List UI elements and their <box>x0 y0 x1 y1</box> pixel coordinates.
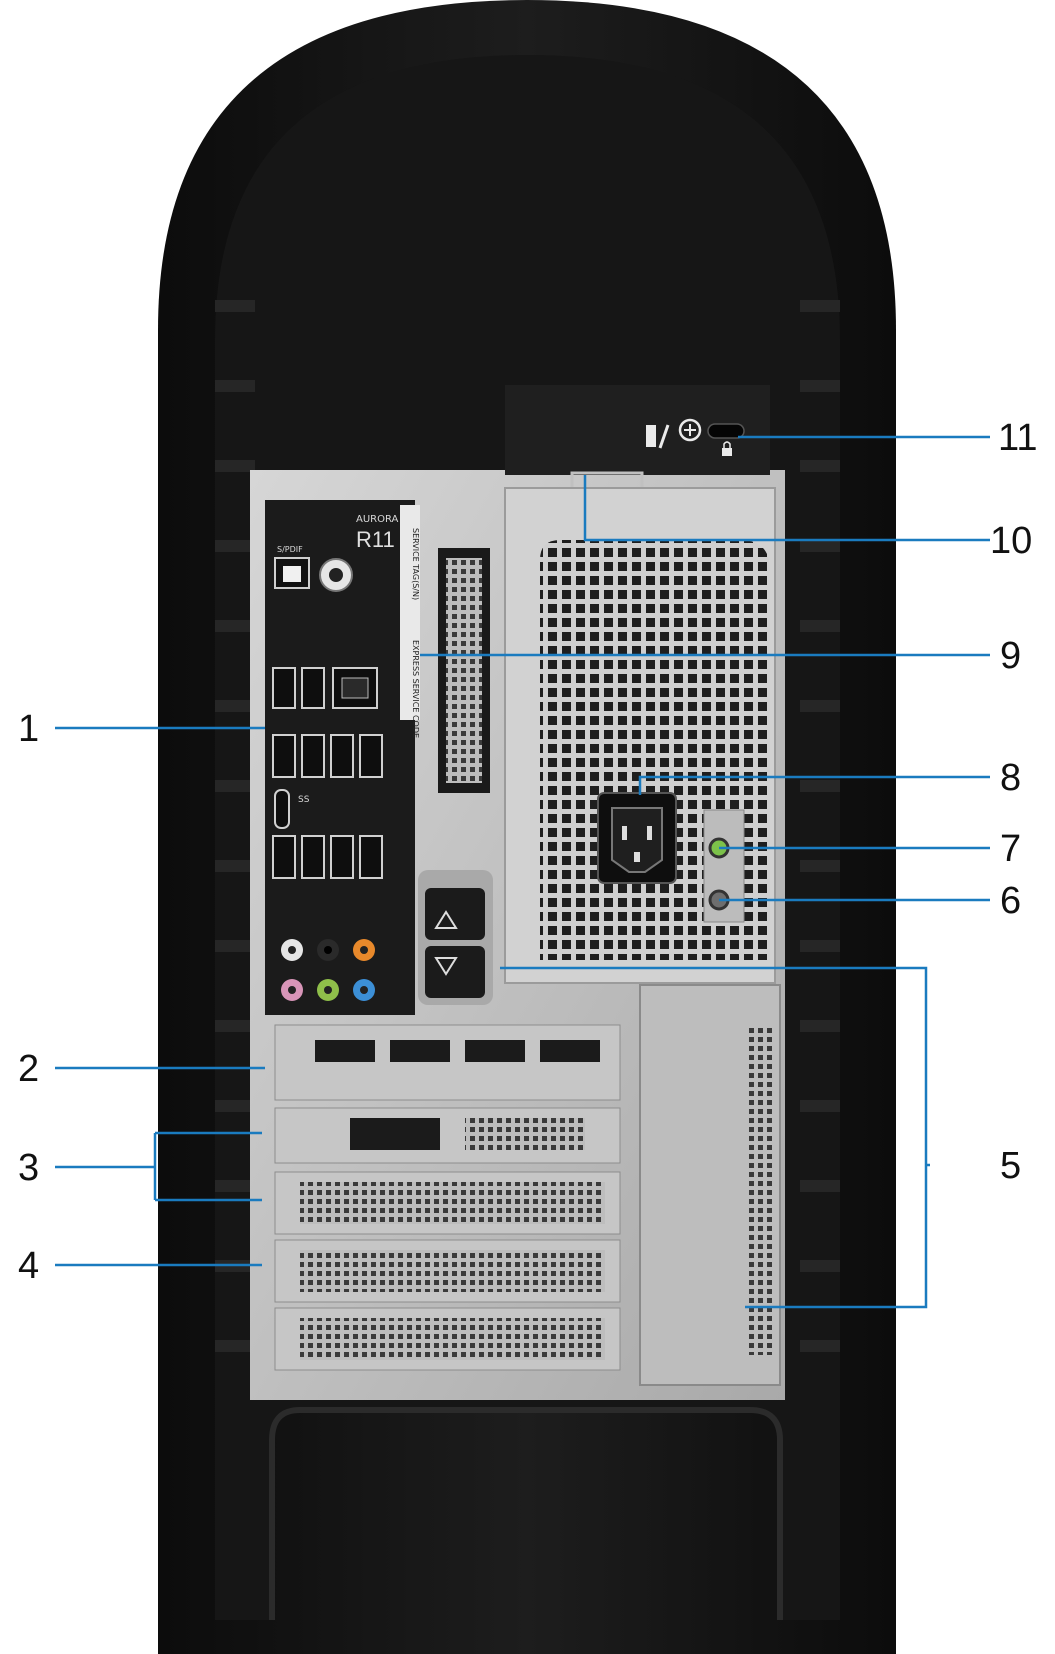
expansion-slot-3[interactable] <box>274 1307 621 1371</box>
callout-8: 8 <box>1000 757 1022 799</box>
leader-10 <box>583 475 990 542</box>
callout-9: 9 <box>1000 635 1022 677</box>
leader-8 <box>638 775 990 795</box>
express-code-text: EXPRESS SERVICE CODE <box>411 640 420 738</box>
model-brand: AURORA <box>356 514 399 525</box>
usb-c-port[interactable] <box>274 789 290 829</box>
callout-10: 10 <box>990 520 1033 562</box>
security-lock-icon <box>646 418 702 449</box>
usb-ports-row3[interactable] <box>272 835 383 879</box>
service-tag-text: SERVICE TAG(S/N) <box>411 528 420 600</box>
security-cable-slot[interactable] <box>707 423 745 439</box>
expansion-slot-1[interactable] <box>274 1171 621 1235</box>
usb-ports-row2[interactable] <box>272 734 383 778</box>
callout-11: 11 <box>998 417 1038 459</box>
case-stand <box>269 1407 783 1620</box>
model-number: R11 <box>356 527 395 552</box>
usb-ports-top[interactable] <box>272 667 325 709</box>
leader-lines <box>55 435 990 1309</box>
leader-5 <box>500 966 930 1309</box>
padlock-icon <box>722 441 732 456</box>
audio-jacks[interactable] <box>281 939 375 1001</box>
callout-3: 3 <box>18 1147 40 1189</box>
psu-bay-2-vent <box>745 1025 773 1355</box>
graphics-card-slot[interactable] <box>274 1024 621 1101</box>
service-tag-label: SERVICE TAG(S/N) EXPRESS SERVICE CODE <box>400 505 420 738</box>
leader-3 <box>55 1131 262 1202</box>
callout-4: 4 <box>18 1245 40 1287</box>
ethernet-port[interactable] <box>332 667 378 709</box>
case-fins <box>215 300 840 1352</box>
usb-ss-label: SS <box>298 795 310 805</box>
callout-7: 7 <box>1000 828 1022 870</box>
callout-2: 2 <box>18 1048 40 1090</box>
spdif-label: S/PDIF <box>277 545 303 554</box>
psu-release-latch-top[interactable] <box>418 870 493 1005</box>
callout-1: 1 <box>18 708 40 750</box>
callout-6: 6 <box>1000 880 1022 922</box>
callout-5: 5 <box>1000 1145 1022 1187</box>
expansion-slot-2[interactable] <box>274 1239 621 1303</box>
expansion-slot-dvi[interactable] <box>274 1107 621 1164</box>
